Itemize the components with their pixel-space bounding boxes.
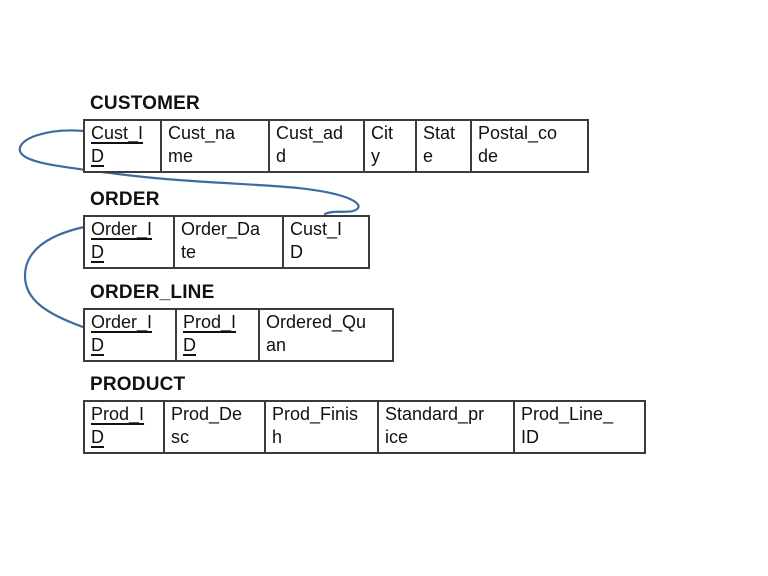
column-cell-cust-name: Cust_na me: [160, 119, 270, 173]
table-row: Prod_I D Prod_De sc Prod_Finis h Standar…: [83, 400, 646, 454]
table-row: Order_I D Prod_I D Ordered_Qu an: [83, 308, 394, 362]
table-product-grid: Prod_I D Prod_De sc Prod_Finis h Standar…: [83, 400, 646, 454]
table-row: Order_I D Order_Da te Cust_I D: [83, 215, 370, 269]
column-cell-prod-id-pk: Prod_I D: [175, 308, 260, 362]
table-title-order: ORDER: [90, 189, 160, 210]
column-cell-cust-id: Cust_I D: [83, 119, 162, 173]
column-cell-ordered-quan: Ordered_Qu an: [258, 308, 394, 362]
table-title-product: PRODUCT: [90, 374, 186, 395]
column-cell-cust-id-fk: Cust_I D: [282, 215, 370, 269]
column-cell-city: Cit y: [363, 119, 417, 173]
column-cell-prod-finish: Prod_Finis h: [264, 400, 379, 454]
table-product: PRODUCT Prod_I D Prod_De sc Prod_Finis h…: [83, 374, 646, 454]
column-cell-order-date: Order_Da te: [173, 215, 284, 269]
table-title-customer: CUSTOMER: [90, 93, 200, 114]
column-cell-prod-line-id: Prod_Line_ ID: [513, 400, 646, 454]
table-customer-grid: Cust_I D Cust_na me Cust_ad d Cit y Stat…: [83, 119, 589, 173]
column-cell-cust-add: Cust_ad d: [268, 119, 365, 173]
table-row: Cust_I D Cust_na me Cust_ad d Cit y Stat…: [83, 119, 589, 173]
column-cell-standard-price: Standard_pr ice: [377, 400, 515, 454]
table-customer: CUSTOMER Cust_I D Cust_na me Cust_ad d C…: [83, 93, 589, 173]
table-order-line: ORDER_LINE Order_I D Prod_I D Ordered_Qu…: [83, 282, 394, 362]
column-cell-postal-code: Postal_co de: [470, 119, 589, 173]
table-title-order-line: ORDER_LINE: [90, 282, 215, 303]
column-cell-prod-desc: Prod_De sc: [163, 400, 266, 454]
column-cell-prod-id: Prod_I D: [83, 400, 165, 454]
table-order: ORDER Order_I D Order_Da te Cust_I D: [83, 189, 370, 269]
table-order-line-grid: Order_I D Prod_I D Ordered_Qu an: [83, 308, 394, 362]
column-cell-state: Stat e: [415, 119, 472, 173]
column-cell-order-id-pk: Order_I D: [83, 308, 177, 362]
table-order-grid: Order_I D Order_Da te Cust_I D: [83, 215, 370, 269]
relationship-order-orderline-curve: [23, 225, 86, 329]
column-cell-order-id: Order_I D: [83, 215, 175, 269]
